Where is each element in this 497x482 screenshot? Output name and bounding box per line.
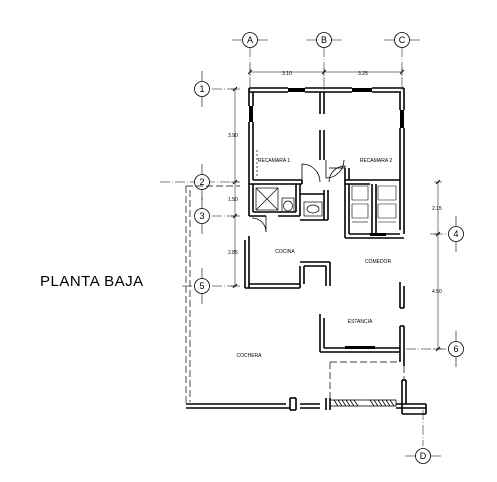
axis-label-c: C	[399, 35, 406, 45]
axis-bubble-1: 1	[194, 71, 210, 107]
room-label-cochera: COCHERA	[236, 353, 262, 359]
dim-top-right: 3.25	[358, 71, 368, 77]
dim-left-1: 3.90	[228, 133, 238, 139]
axis-bubble-a: A	[232, 32, 268, 48]
dim-right-2: 4.50	[432, 289, 442, 295]
room-label-estancia: ESTANCIA	[348, 319, 373, 325]
bath-fixtures	[255, 187, 323, 217]
axis-label-2: 2	[199, 177, 204, 187]
axis-bubble-c: C	[384, 32, 420, 48]
room-label-recamara-2: RECAMARA 2	[360, 158, 392, 164]
axis-label-5: 5	[199, 281, 204, 291]
dim-left-3: 2.85	[228, 250, 238, 256]
dim-top-left: 3.10	[282, 71, 292, 77]
axis-label-1: 1	[199, 84, 204, 94]
doors	[251, 159, 346, 233]
axis-bubble-4: 4	[448, 216, 464, 252]
axis-bubble-2: 2	[194, 164, 210, 200]
axis-bubble-6: 6	[448, 331, 464, 367]
room-label-recamara-1: RECAMARA 1	[258, 158, 290, 164]
drawing-title: PLANTA BAJA	[40, 273, 144, 290]
dimension-lines	[231, 68, 442, 352]
axis-label-a: A	[247, 35, 253, 45]
axis-label-b: B	[321, 35, 327, 45]
axis-bubble-3: 3	[194, 198, 210, 234]
closet-doors	[351, 185, 397, 223]
axis-label-6: 6	[453, 344, 458, 354]
room-label-comedor: COMEDOR	[365, 259, 392, 265]
garage-door	[329, 399, 397, 407]
dim-right-1: 2.15	[432, 206, 442, 212]
axis-label-d: D	[420, 451, 427, 461]
grid-lines	[160, 47, 446, 446]
axis-bubble-d: D	[405, 448, 441, 464]
walls	[186, 87, 427, 415]
axis-label-3: 3	[199, 211, 204, 221]
windows	[249, 88, 404, 349]
axis-label-4: 4	[453, 229, 458, 239]
dim-left-2: 1.50	[228, 197, 238, 203]
axis-bubble-b: B	[306, 32, 342, 48]
room-label-cocina: COCINA	[275, 249, 295, 255]
boundary-lines	[185, 150, 405, 404]
axis-bubble-5: 5	[194, 268, 210, 304]
